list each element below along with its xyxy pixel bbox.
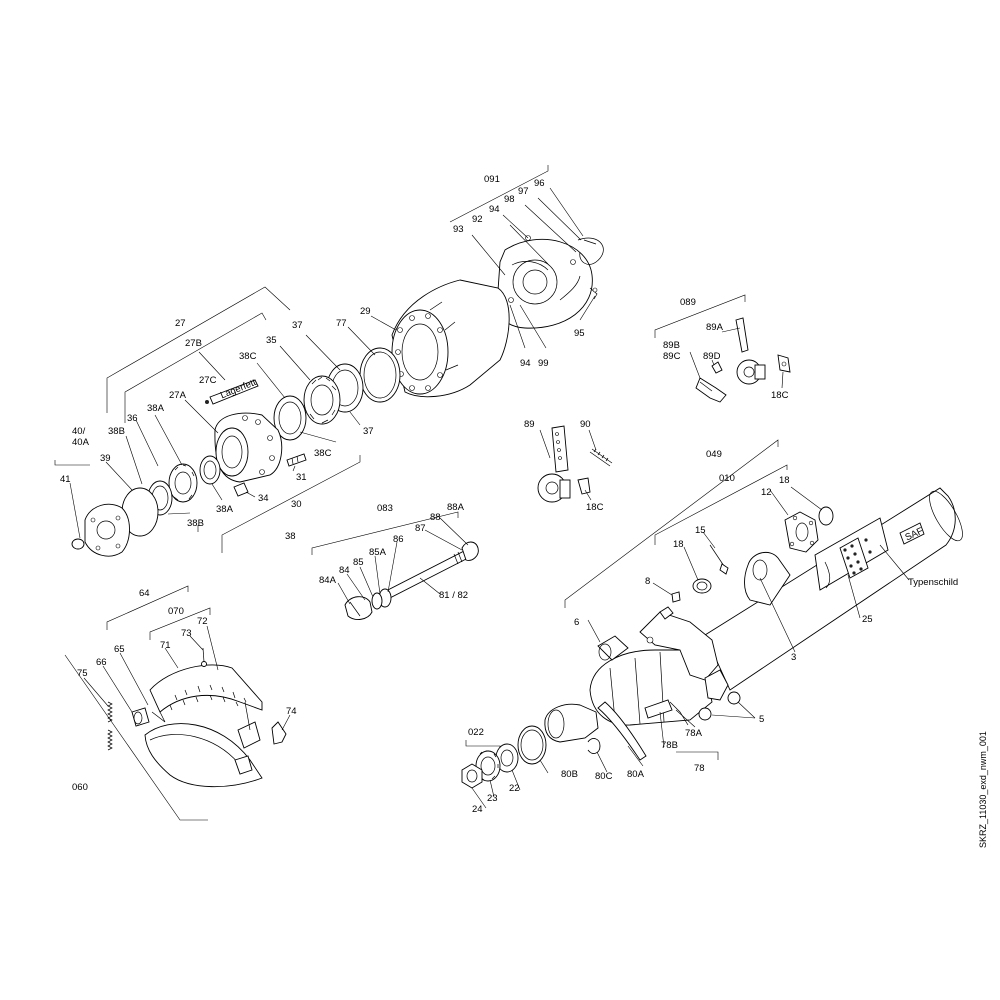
label-36: 36 <box>127 413 138 424</box>
label-72: 72 <box>197 616 208 627</box>
label-3: 3 <box>791 652 796 663</box>
label-73: 73 <box>181 628 192 639</box>
label-85A: 85A <box>369 547 387 558</box>
label-091: 091 <box>484 174 500 185</box>
label-31: 31 <box>296 472 307 483</box>
label-94: 94 <box>520 358 531 369</box>
slack-adjuster-assembly-089: 089 89A 89B 89C 89D 18C <box>654 294 791 403</box>
label-88: 88 <box>430 512 441 523</box>
hub-assembly-27: 27 27B 37 77 29 35 38C 27C Lagerfett 40/… <box>54 279 510 557</box>
label-5: 5 <box>759 714 764 725</box>
label-89D: 89D <box>703 351 721 362</box>
label-80C: 80C <box>595 771 613 782</box>
label-80A: 80A <box>627 769 645 780</box>
label-29: 29 <box>360 306 371 317</box>
label-37: 37 <box>292 320 303 331</box>
drawing-code: SKRZ_11030_exd_nwm_001 <box>978 731 988 848</box>
label-89A: 89A <box>706 322 724 333</box>
label-78B: 78B <box>661 740 678 751</box>
label-24: 24 <box>472 804 483 815</box>
label-80B: 80B <box>561 769 578 780</box>
label-95: 95 <box>574 328 585 339</box>
label-070: 070 <box>168 606 184 617</box>
label-75: 75 <box>77 668 88 679</box>
label-86: 86 <box>393 534 404 545</box>
label-8: 8 <box>645 576 650 587</box>
axle-beam-assembly-049: 049 010 18 12 15 18 8 SAF Typenschild 25… <box>544 439 963 782</box>
label-lagerfett: Lagerfett <box>219 377 258 401</box>
label-93: 93 <box>453 224 464 235</box>
brake-shoe-assembly-64: 64 070 73 72 71 65 66 75 74 060 <box>64 585 297 821</box>
label-41: 41 <box>60 474 71 485</box>
label-99: 99 <box>538 358 549 369</box>
label-77: 77 <box>336 318 347 329</box>
label-23: 23 <box>487 793 498 804</box>
label-90: 90 <box>580 419 591 430</box>
label-74: 74 <box>286 706 297 717</box>
label-87: 87 <box>415 523 426 534</box>
label-71: 71 <box>160 640 171 651</box>
label-15: 15 <box>695 525 706 536</box>
slack-adjuster-89: 89 90 18C <box>524 419 613 513</box>
label-96: 96 <box>534 178 545 189</box>
label-66: 66 <box>96 657 107 668</box>
label-18C: 18C <box>771 390 789 401</box>
label-083: 083 <box>377 503 393 514</box>
label-27A: 27A <box>169 390 187 401</box>
label-27C: 27C <box>199 375 217 386</box>
label-81-82: 81 / 82 <box>439 590 468 601</box>
label-40A: 40A <box>72 437 90 448</box>
label-78: 78 <box>694 763 705 774</box>
label-6: 6 <box>574 617 579 628</box>
label-98: 98 <box>504 194 515 205</box>
camshaft-assembly-083: 083 88 88A 87 86 85A 85 84 84A 81 / 82 <box>311 502 479 620</box>
label-39: 39 <box>100 453 111 464</box>
label-12: 12 <box>761 487 772 498</box>
axle-nut-assembly-022: 022 22 23 24 <box>461 725 549 815</box>
label-84: 84 <box>339 565 350 576</box>
label-78A: 78A <box>685 728 703 739</box>
label-38B: 38B <box>108 426 125 437</box>
label-35: 35 <box>266 335 277 346</box>
label-92: 92 <box>472 214 483 225</box>
label-38: 38 <box>285 531 296 542</box>
label-89B: 89B <box>663 340 680 351</box>
label-97: 97 <box>518 186 529 197</box>
label-22: 22 <box>509 783 520 794</box>
label-010: 010 <box>719 473 735 484</box>
label-30: 30 <box>291 499 302 510</box>
label-37: 37 <box>363 426 374 437</box>
label-85: 85 <box>353 557 364 568</box>
label-34: 34 <box>258 493 269 504</box>
label-18: 18 <box>673 539 684 550</box>
backing-plate-assembly-091: 091 96 97 98 94 92 93 95 94 99 <box>449 165 604 369</box>
label-38C: 38C <box>239 351 257 362</box>
label-65: 65 <box>114 644 125 655</box>
label-38A: 38A <box>216 504 234 515</box>
label-38B: 38B <box>187 518 204 529</box>
label-89C: 89C <box>663 351 681 362</box>
label-38C: 38C <box>314 448 332 459</box>
label-089: 089 <box>680 297 696 308</box>
label-18: 18 <box>779 475 790 486</box>
label-94: 94 <box>489 204 500 215</box>
label-060: 060 <box>72 782 88 793</box>
label-89: 89 <box>524 419 535 430</box>
label-022: 022 <box>468 727 484 738</box>
label-18C: 18C <box>586 502 604 513</box>
label-38A: 38A <box>147 403 165 414</box>
label-typenschild: Typenschild <box>908 577 958 588</box>
label-40: 40/ <box>72 426 86 437</box>
label-27B: 27B <box>185 338 202 349</box>
label-84A: 84A <box>319 575 337 586</box>
label-88A: 88A <box>447 502 465 513</box>
label-049: 049 <box>706 449 722 460</box>
label-64: 64 <box>139 588 150 599</box>
label-25: 25 <box>862 614 873 625</box>
label-27: 27 <box>175 318 186 329</box>
